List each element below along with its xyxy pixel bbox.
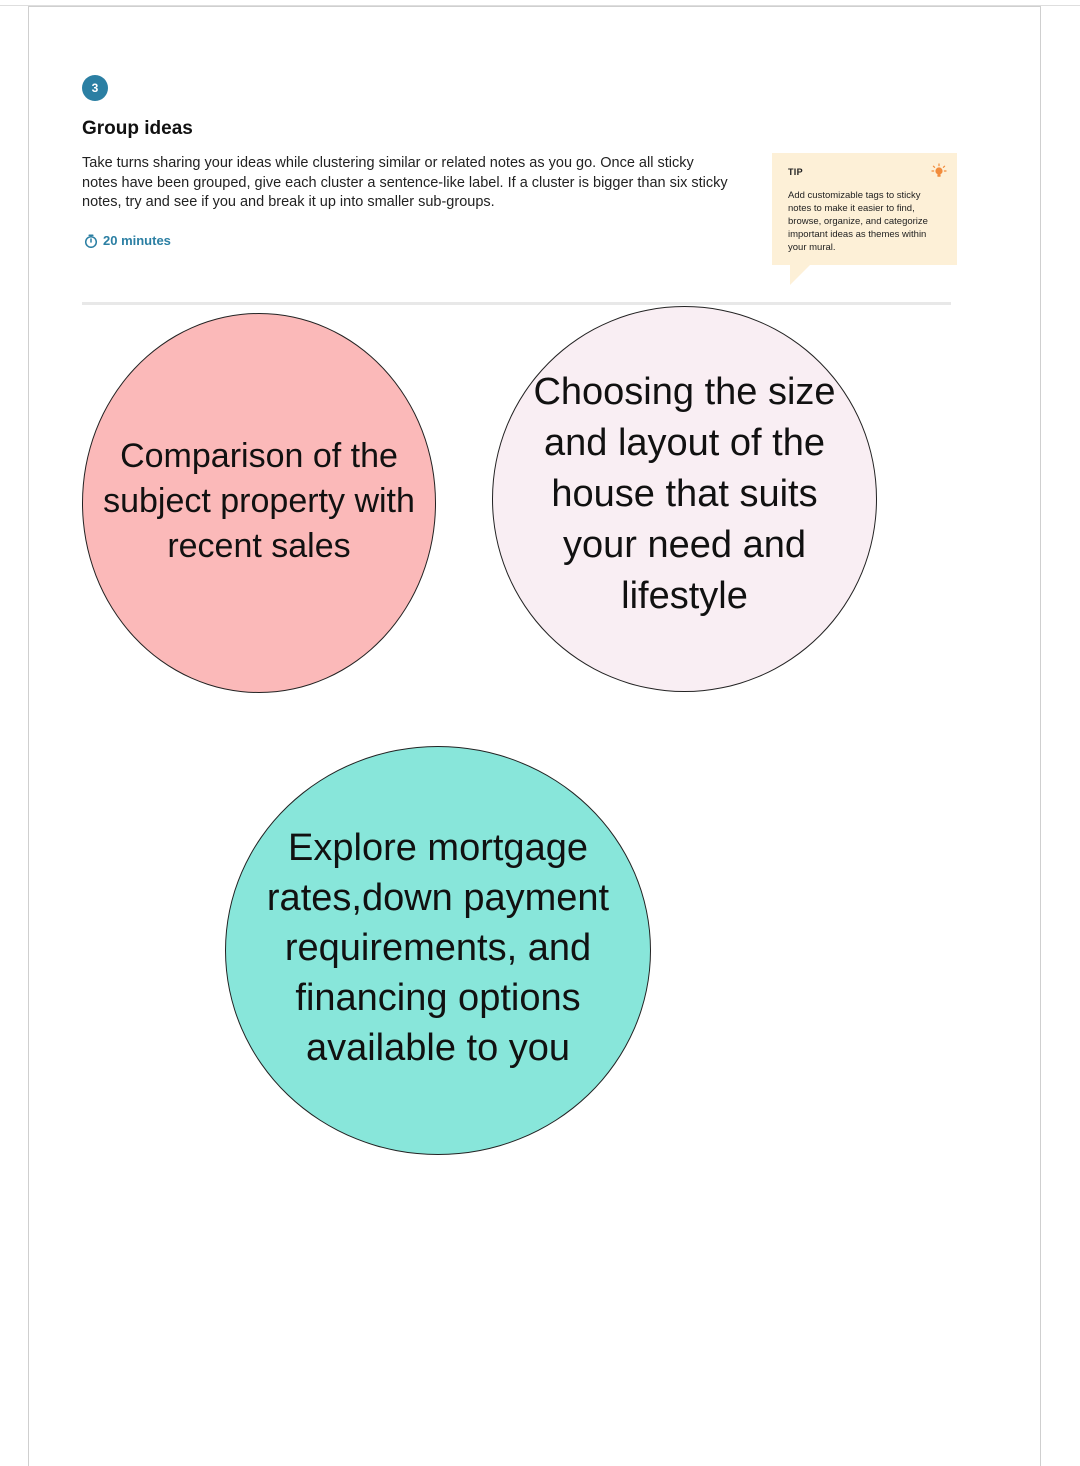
timer-icon bbox=[84, 233, 98, 248]
duration: 20 minutes bbox=[84, 233, 171, 248]
cluster-label: Explore mortgage rates,down payment requ… bbox=[266, 826, 610, 1069]
cluster-label: Choosing the size and layout of the hous… bbox=[533, 370, 836, 617]
tip-label: TIP bbox=[788, 167, 803, 177]
step-number-badge: 3 bbox=[82, 75, 108, 101]
section-divider bbox=[82, 302, 951, 305]
duration-label: 20 minutes bbox=[103, 233, 171, 248]
lightbulb-icon bbox=[931, 163, 947, 177]
tip-callout-tail bbox=[790, 265, 810, 285]
step-description: Take turns sharing your ideas while clus… bbox=[82, 155, 728, 210]
cluster-label: Comparison of the subject property with … bbox=[103, 437, 415, 565]
section-title: Group ideas bbox=[82, 118, 193, 139]
page-frame bbox=[28, 6, 1041, 1466]
cluster-circle-comparison[interactable]: Comparison of the subject property with … bbox=[82, 313, 436, 693]
tip-text: Add customizable tags to sticky notes to… bbox=[788, 190, 928, 253]
cluster-circle-house-layout[interactable]: Choosing the size and layout of the hous… bbox=[492, 306, 877, 692]
top-rule bbox=[0, 5, 1080, 6]
cluster-circle-mortgage[interactable]: Explore mortgage rates,down payment requ… bbox=[225, 746, 651, 1155]
tip-callout: TIP Add customizable tags to sticky note… bbox=[772, 153, 957, 265]
